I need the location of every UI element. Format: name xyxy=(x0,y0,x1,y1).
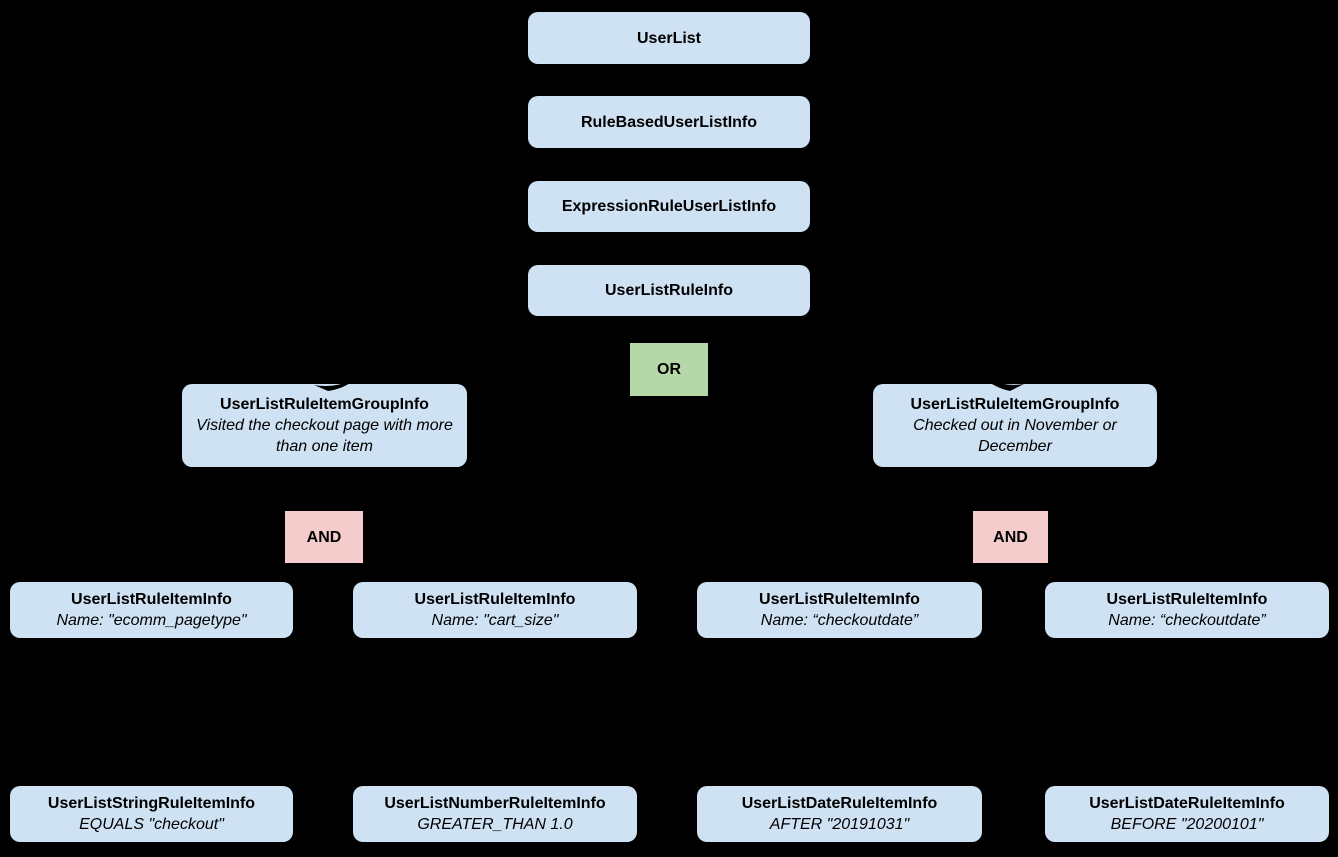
node-rule-item-cart-size: UserListRuleItemInfo Name: "cart_size" xyxy=(353,582,637,638)
node-description: Name: “checkoutdate” xyxy=(760,612,919,629)
node-label: UserListRuleItemInfo xyxy=(414,591,576,608)
node-rule-item-group-right: UserListRuleItemGroupInfo Checked out in… xyxy=(873,384,1157,467)
node-description: AFTER "20191031" xyxy=(769,816,910,833)
node-description: Visited the checkout page with more than… xyxy=(196,417,453,455)
connector-arrowhead-icon xyxy=(314,376,358,391)
node-label: UserListRuleItemInfo xyxy=(71,591,232,608)
node-description: Name: "ecomm_pagetype" xyxy=(56,612,247,629)
node-label: UserListRuleInfo xyxy=(604,282,733,299)
operator-label: AND xyxy=(993,528,1028,546)
node-label: UserListRuleItemInfo xyxy=(759,591,920,608)
node-rule-item-ecomm-pagetype: UserListRuleItemInfo Name: "ecomm_pagety… xyxy=(10,582,293,638)
node-description: BEFORE "20200101" xyxy=(1110,816,1264,833)
node-date-rule-item-after: UserListDateRuleItemInfo AFTER "20191031… xyxy=(697,786,982,842)
node-description: EQUALS "checkout" xyxy=(79,816,224,833)
operator-label: OR xyxy=(657,361,681,378)
node-description: GREATER_THAN 1.0 xyxy=(417,816,573,833)
node-rule-item-group-left: UserListRuleItemGroupInfo Visited the ch… xyxy=(182,384,467,467)
node-description: Name: “checkoutdate” xyxy=(1108,612,1266,629)
node-label: ExpressionRuleUserListInfo xyxy=(561,198,777,215)
node-label: UserListRuleItemInfo xyxy=(1106,591,1268,608)
node-userlist: UserList xyxy=(528,12,810,64)
node-label: UserListDateRuleItemInfo xyxy=(741,795,938,812)
node-label: UserListStringRuleItemInfo xyxy=(47,795,256,812)
connector-arrowhead-icon xyxy=(980,374,1024,391)
node-rule-item-checkoutdate-left: UserListRuleItemInfo Name: “checkoutdate… xyxy=(697,582,982,638)
node-expression-rule-user-list-info: ExpressionRuleUserListInfo xyxy=(528,181,810,232)
node-description: Checked out in November or December xyxy=(913,417,1117,455)
node-label: RuleBasedUserListInfo xyxy=(580,113,758,131)
node-number-rule-item: UserListNumberRuleItemInfo GREATER_THAN … xyxy=(353,786,637,842)
node-description: Name: "cart_size" xyxy=(431,612,559,629)
node-date-rule-item-before: UserListDateRuleItemInfo BEFORE "2020010… xyxy=(1045,786,1329,842)
node-label: UserListNumberRuleItemInfo xyxy=(384,795,606,812)
node-label: UserList xyxy=(636,29,702,47)
node-user-list-rule-info: UserListRuleInfo xyxy=(528,265,810,316)
node-label: UserListRuleItemGroupInfo xyxy=(910,396,1120,413)
node-label: UserListDateRuleItemInfo xyxy=(1089,795,1285,812)
node-rule-item-checkoutdate-right: UserListRuleItemInfo Name: “checkoutdate… xyxy=(1045,582,1329,638)
or-operator: OR xyxy=(630,343,708,396)
and-operator-left: AND xyxy=(285,511,363,563)
operator-label: AND xyxy=(306,528,342,546)
node-string-rule-item: UserListStringRuleItemInfo EQUALS "check… xyxy=(10,786,293,842)
node-label: UserListRuleItemGroupInfo xyxy=(220,396,429,413)
and-operator-right: AND xyxy=(973,511,1048,563)
node-rule-based-user-list-info: RuleBasedUserListInfo xyxy=(528,96,810,148)
